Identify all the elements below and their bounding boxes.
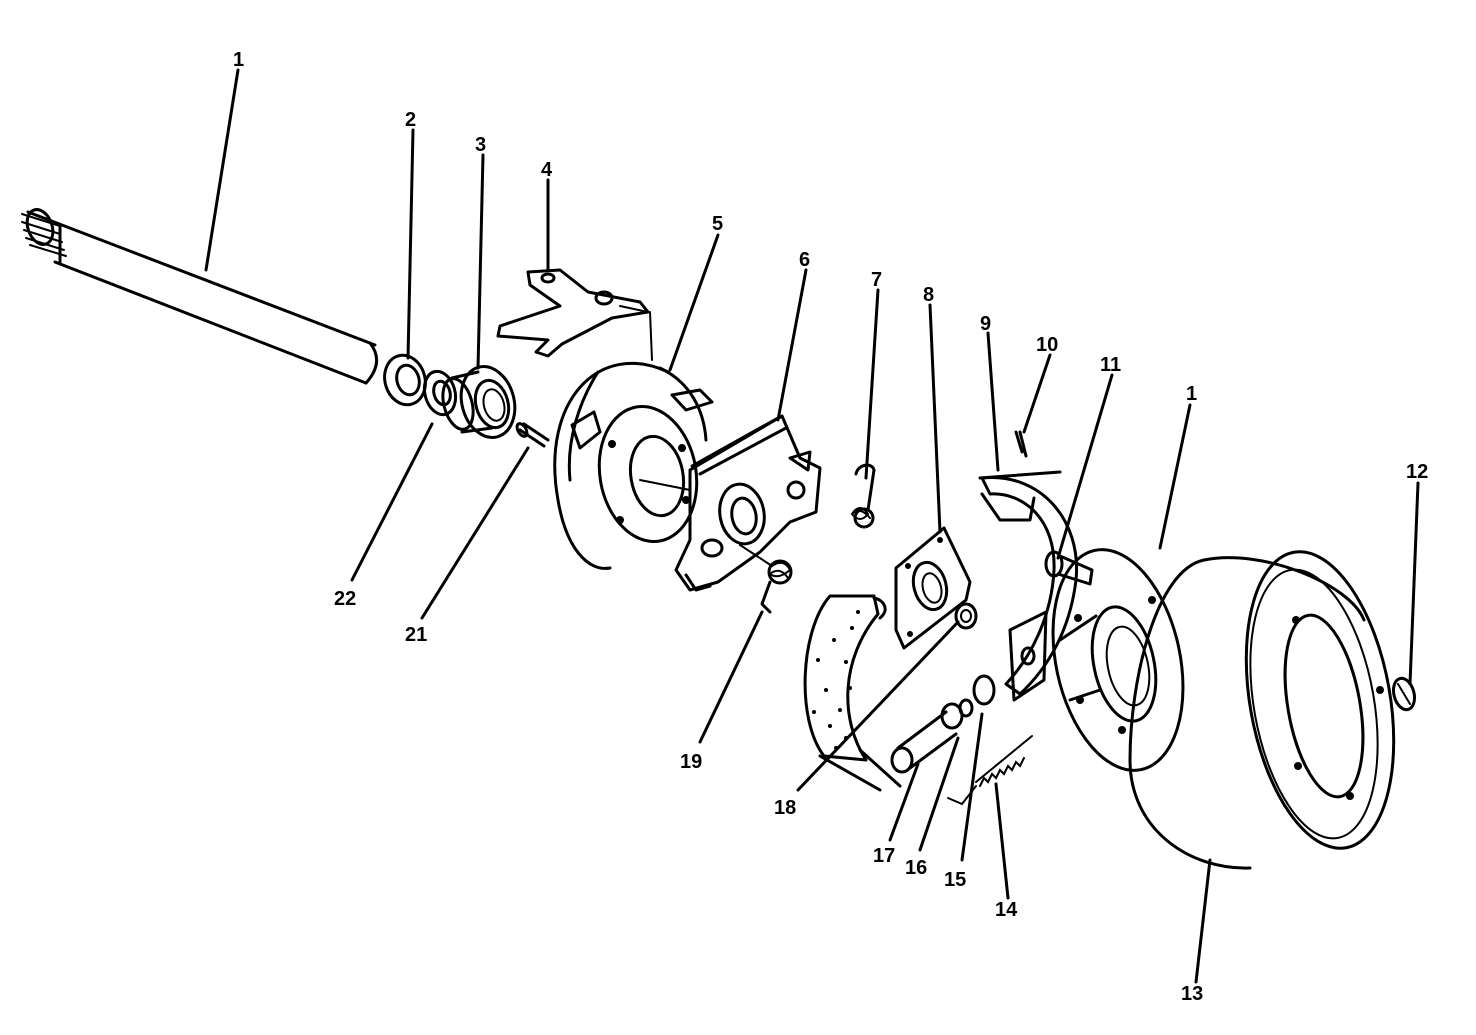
callout-11: 11: [1100, 354, 1121, 376]
callout-5: 5: [712, 213, 723, 235]
seal-ring: [383, 353, 427, 407]
axle-shaft: [21, 208, 378, 385]
callout-16: 16: [905, 857, 927, 879]
anchor-plate: [674, 414, 822, 592]
callout-10: 10: [1036, 334, 1058, 356]
bolt: [515, 422, 550, 448]
stud: [1044, 550, 1094, 586]
lower-spring: [947, 735, 1033, 806]
callout-15: 15: [944, 869, 966, 891]
leader-lines: [204, 68, 1420, 984]
callout-8: 8: [923, 284, 934, 306]
nut: [954, 602, 978, 630]
callout-labels: 1 2 3 4 5 6 7 8 9 10 11 1 12 13 14 15 16…: [233, 49, 1428, 1005]
brake-drum: [1128, 550, 1396, 870]
callout-19: 19: [680, 751, 702, 773]
wheel-bearing: [441, 365, 517, 439]
upper-brake-shoe: [978, 430, 1079, 702]
hub-flange: [1051, 548, 1185, 772]
gasket-plate: [894, 526, 972, 650]
lug-nut: [1391, 676, 1417, 712]
callout-4: 4: [541, 159, 553, 181]
callout-17: 17: [873, 845, 895, 867]
callout-13: 13: [1181, 983, 1203, 1005]
hook-spring: [850, 463, 876, 529]
adjuster-assembly: [890, 674, 996, 774]
callout-6: 6: [799, 249, 810, 271]
backing-plate: [553, 361, 714, 570]
brake-shoe-lining: [803, 594, 902, 792]
callout-3: 3: [475, 134, 486, 156]
callout-12: 12: [1406, 461, 1428, 483]
callout-14: 14: [995, 899, 1018, 921]
callout-7: 7: [871, 269, 882, 291]
return-spring: [739, 544, 793, 614]
callout-1-shaft: 1: [233, 49, 244, 71]
callout-22: 22: [334, 588, 356, 610]
callout-2: 2: [405, 109, 416, 131]
callout-9: 9: [980, 313, 991, 335]
callout-18: 18: [774, 797, 796, 819]
parking-brake-lever: [496, 268, 653, 361]
callout-21: 21: [405, 624, 427, 646]
callout-1-hub: 1: [1186, 383, 1197, 405]
